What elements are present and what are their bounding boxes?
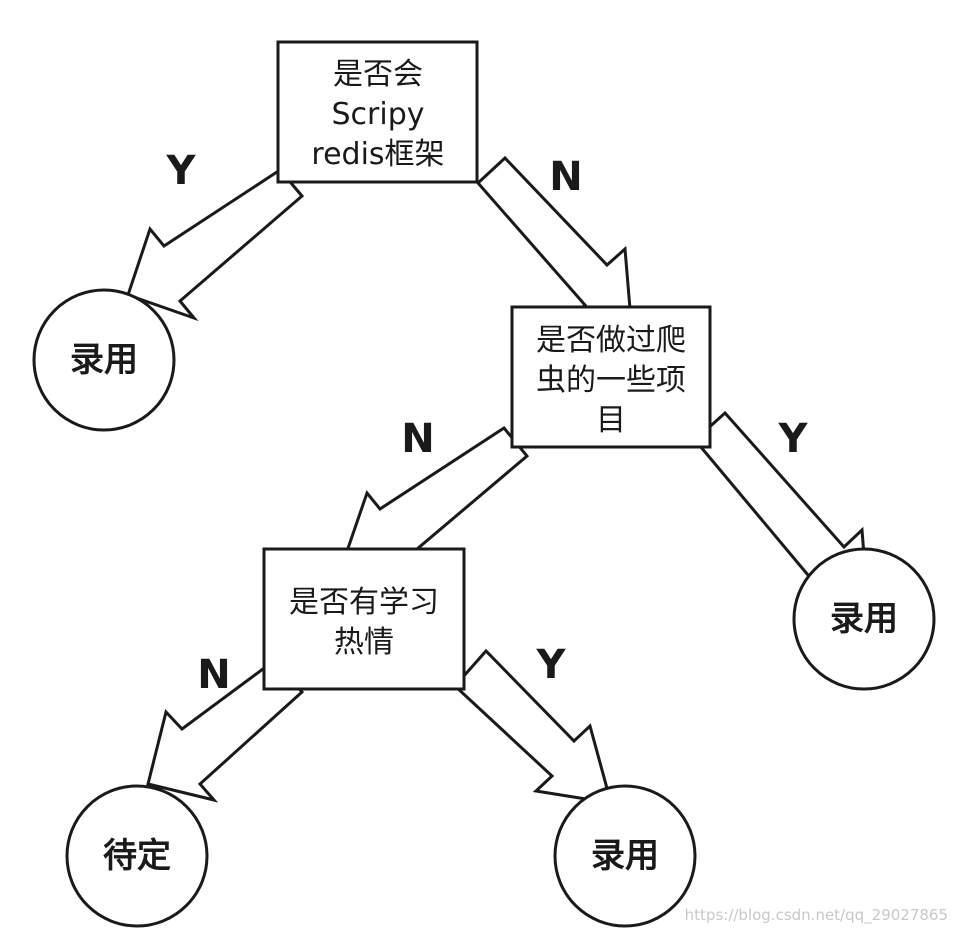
decision-box-scrapy-redis	[276, 40, 479, 184]
decision-q1-line3: redis框架	[311, 137, 444, 172]
decision-q1-line2: Scripy	[331, 97, 424, 132]
decision-q2-line3: 目	[596, 403, 626, 438]
decision-box-learning-passion	[262, 547, 466, 691]
outcome-circle-hire-1	[32, 288, 176, 432]
arrow-q1-yes	[126, 168, 305, 322]
decision-q3-line2: 热情	[334, 625, 394, 660]
outcome-pending-label: 待定	[103, 836, 171, 876]
edge-label-q3-yes: Y	[536, 642, 567, 688]
outcome-circle-pending	[65, 784, 209, 928]
decision-q1-line1: 是否会	[333, 57, 423, 92]
outcome-hire-1-label: 录用	[70, 340, 138, 380]
decision-q3-line1: 是否有学习	[289, 585, 439, 620]
outcome-hire-3-label: 录用	[591, 836, 659, 876]
decision-q2-line2: 虫的一些项	[536, 363, 686, 398]
edge-label-q2-no: N	[401, 416, 434, 462]
decision-box-crawler-projects	[510, 305, 712, 449]
edge-label-q1-no: N	[549, 154, 582, 200]
arrow-q3-yes	[452, 648, 614, 805]
edge-label-q2-yes: Y	[778, 416, 809, 462]
watermark-text: https://blog.csdn.net/qq_29027865	[685, 906, 948, 925]
edge-label-q3-no: N	[197, 652, 230, 698]
outcome-hire-2-label: 录用	[830, 599, 898, 639]
outcome-circle-hire-2	[792, 547, 936, 691]
edge-label-q1-yes: Y	[166, 148, 197, 194]
arrow-q3-no	[146, 657, 305, 803]
decision-q2-line1: 是否做过爬	[536, 323, 686, 358]
outcome-circle-hire-3	[553, 784, 697, 928]
